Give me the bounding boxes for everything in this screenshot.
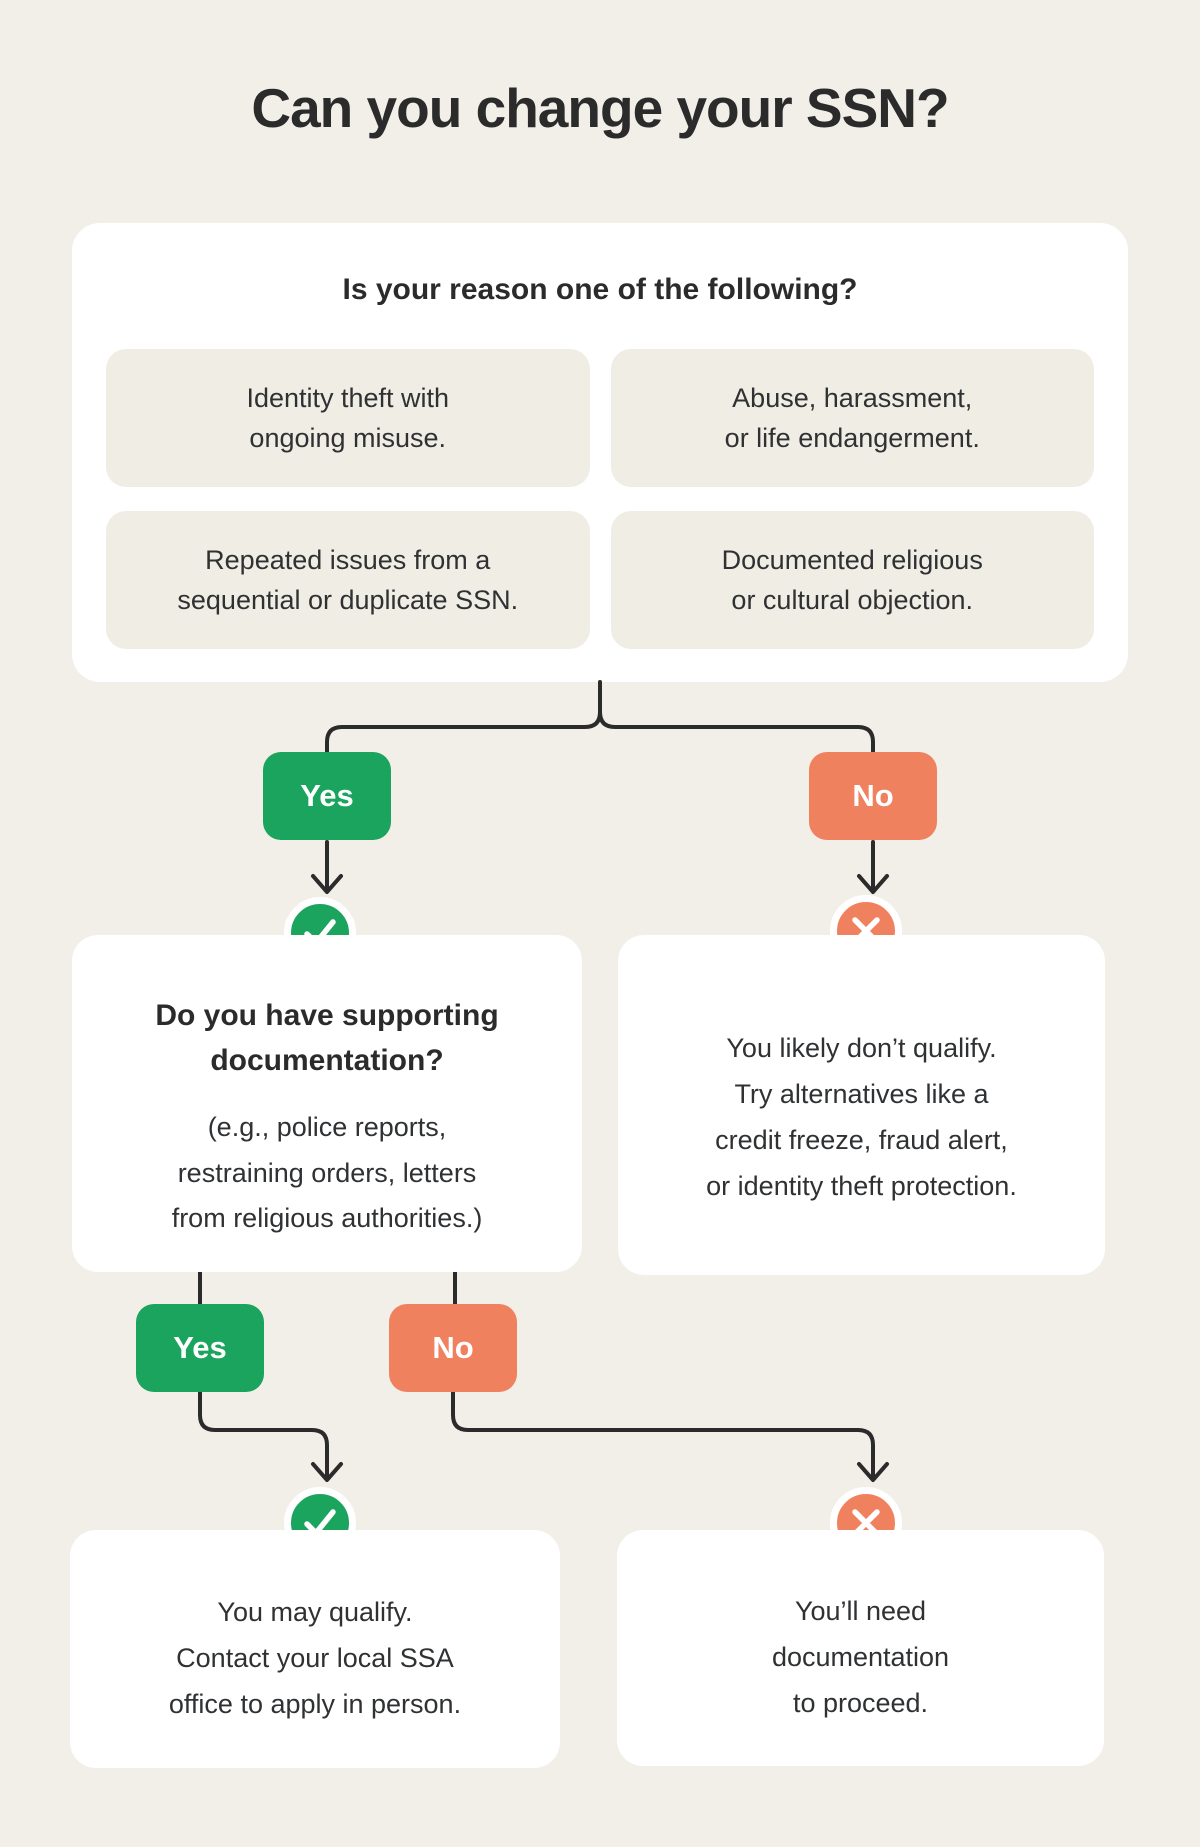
outcome-no-qualify-text: You likely don’t qualify. Try alternativ… [706,1033,1017,1201]
reason-chip-label: Abuse, harassment, or life endangerment. [724,382,980,454]
reason-grid: Identity theft with ongoing misuse. Abus… [106,349,1094,649]
no-pill-label: No [432,1330,474,1365]
outcome-may-qualify-text: You may qualify. Contact your local SSA … [168,1597,462,1719]
reason-chip-label: Repeated issues from a sequential or dup… [177,544,519,616]
question2-examples: (e.g., police reports, restraining order… [171,1111,483,1234]
arrow-yes2-icon [198,1390,343,1482]
yes-pill-label: Yes [300,778,354,813]
branch1-no-line [598,710,875,755]
yes-pill-label: Yes [173,1330,227,1365]
page-title: Can you change your SSN? [251,77,949,139]
question2-card: Do you have supporting documentation? (e… [72,935,582,1272]
outcome-need-docs-card: You’ll need documentation to proceed. [617,1530,1104,1766]
yes-pill-1: Yes [263,752,391,840]
question1-heading: Is your reason one of the following? [342,273,858,306]
reason-chip-duplicate-ssn: Repeated issues from a sequential or dup… [106,511,590,649]
arrow-no1-icon [857,840,889,894]
no-pill-label: No [852,778,894,813]
reason-chip-label: Documented religious or cultural objecti… [721,544,983,616]
branch1-yes-line [325,680,602,755]
arrow-no2-icon [451,1390,889,1482]
no-pill-1: No [809,752,937,840]
question2-heading: Do you have supporting documentation? [155,998,499,1077]
question1-card: Is your reason one of the following? Ide… [72,223,1128,682]
outcome-may-qualify-card: You may qualify. Contact your local SSA … [70,1530,560,1768]
reason-chip-religious: Documented religious or cultural objecti… [610,511,1094,649]
outcome-no-qualify-card: You likely don’t qualify. Try alternativ… [618,935,1105,1275]
yes-pill-2: Yes [136,1304,264,1392]
outcome-need-docs-text: You’ll need documentation to proceed. [771,1596,950,1718]
no-pill-2: No [389,1304,517,1392]
reason-chip-identity-theft: Identity theft with ongoing misuse. [106,349,590,487]
reason-chip-abuse: Abuse, harassment, or life endangerment. [610,349,1094,487]
arrow-yes1-icon [311,840,343,894]
reason-chip-label: Identity theft with ongoing misuse. [246,382,450,454]
